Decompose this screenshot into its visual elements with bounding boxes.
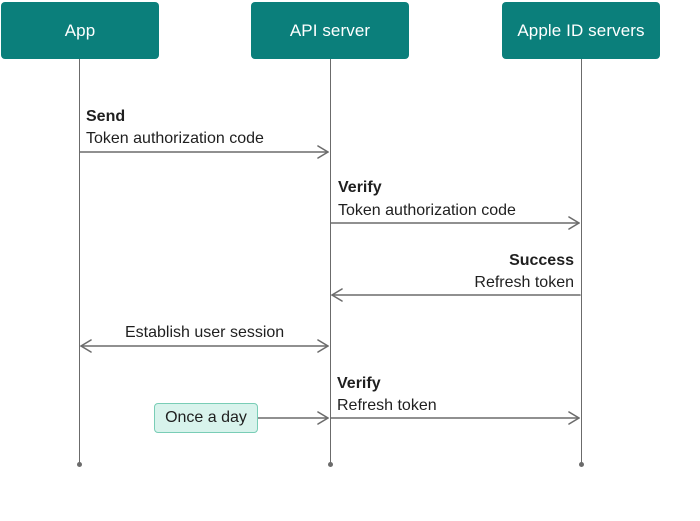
- send-title: Send: [86, 108, 126, 125]
- verify-refresh-subtitle: Refresh token: [337, 397, 437, 414]
- once-a-day-badge: Once a day: [154, 403, 258, 433]
- lifeline-app: [79, 59, 80, 463]
- lifeline-end-app: [77, 462, 82, 467]
- once-a-day-label: Once a day: [165, 409, 247, 426]
- verify-auth-code-title: Verify: [338, 179, 382, 196]
- actor-api-server: API server: [251, 2, 409, 59]
- actor-apple-id-servers-label: Apple ID servers: [517, 20, 645, 40]
- actor-app-label: App: [64, 20, 96, 40]
- actor-apple-id-servers: Apple ID servers: [502, 2, 660, 59]
- success-title: Success: [509, 252, 574, 269]
- lifeline-api-server: [330, 59, 331, 463]
- establish-user-session-label: Establish user session: [125, 324, 285, 341]
- lifeline-end-apple-id-servers: [579, 462, 584, 467]
- lifeline-end-api-server: [328, 462, 333, 467]
- actor-app: App: [1, 2, 159, 59]
- verify-auth-code-subtitle: Token authorization code: [338, 202, 516, 219]
- success-subtitle: Refresh token: [474, 274, 574, 291]
- verify-refresh-title: Verify: [337, 375, 381, 392]
- send-subtitle: Token authorization code: [86, 130, 264, 147]
- once-a-day-arrow: [257, 411, 329, 425]
- actor-api-server-label: API server: [289, 20, 371, 40]
- lifeline-apple-id-servers: [581, 59, 582, 463]
